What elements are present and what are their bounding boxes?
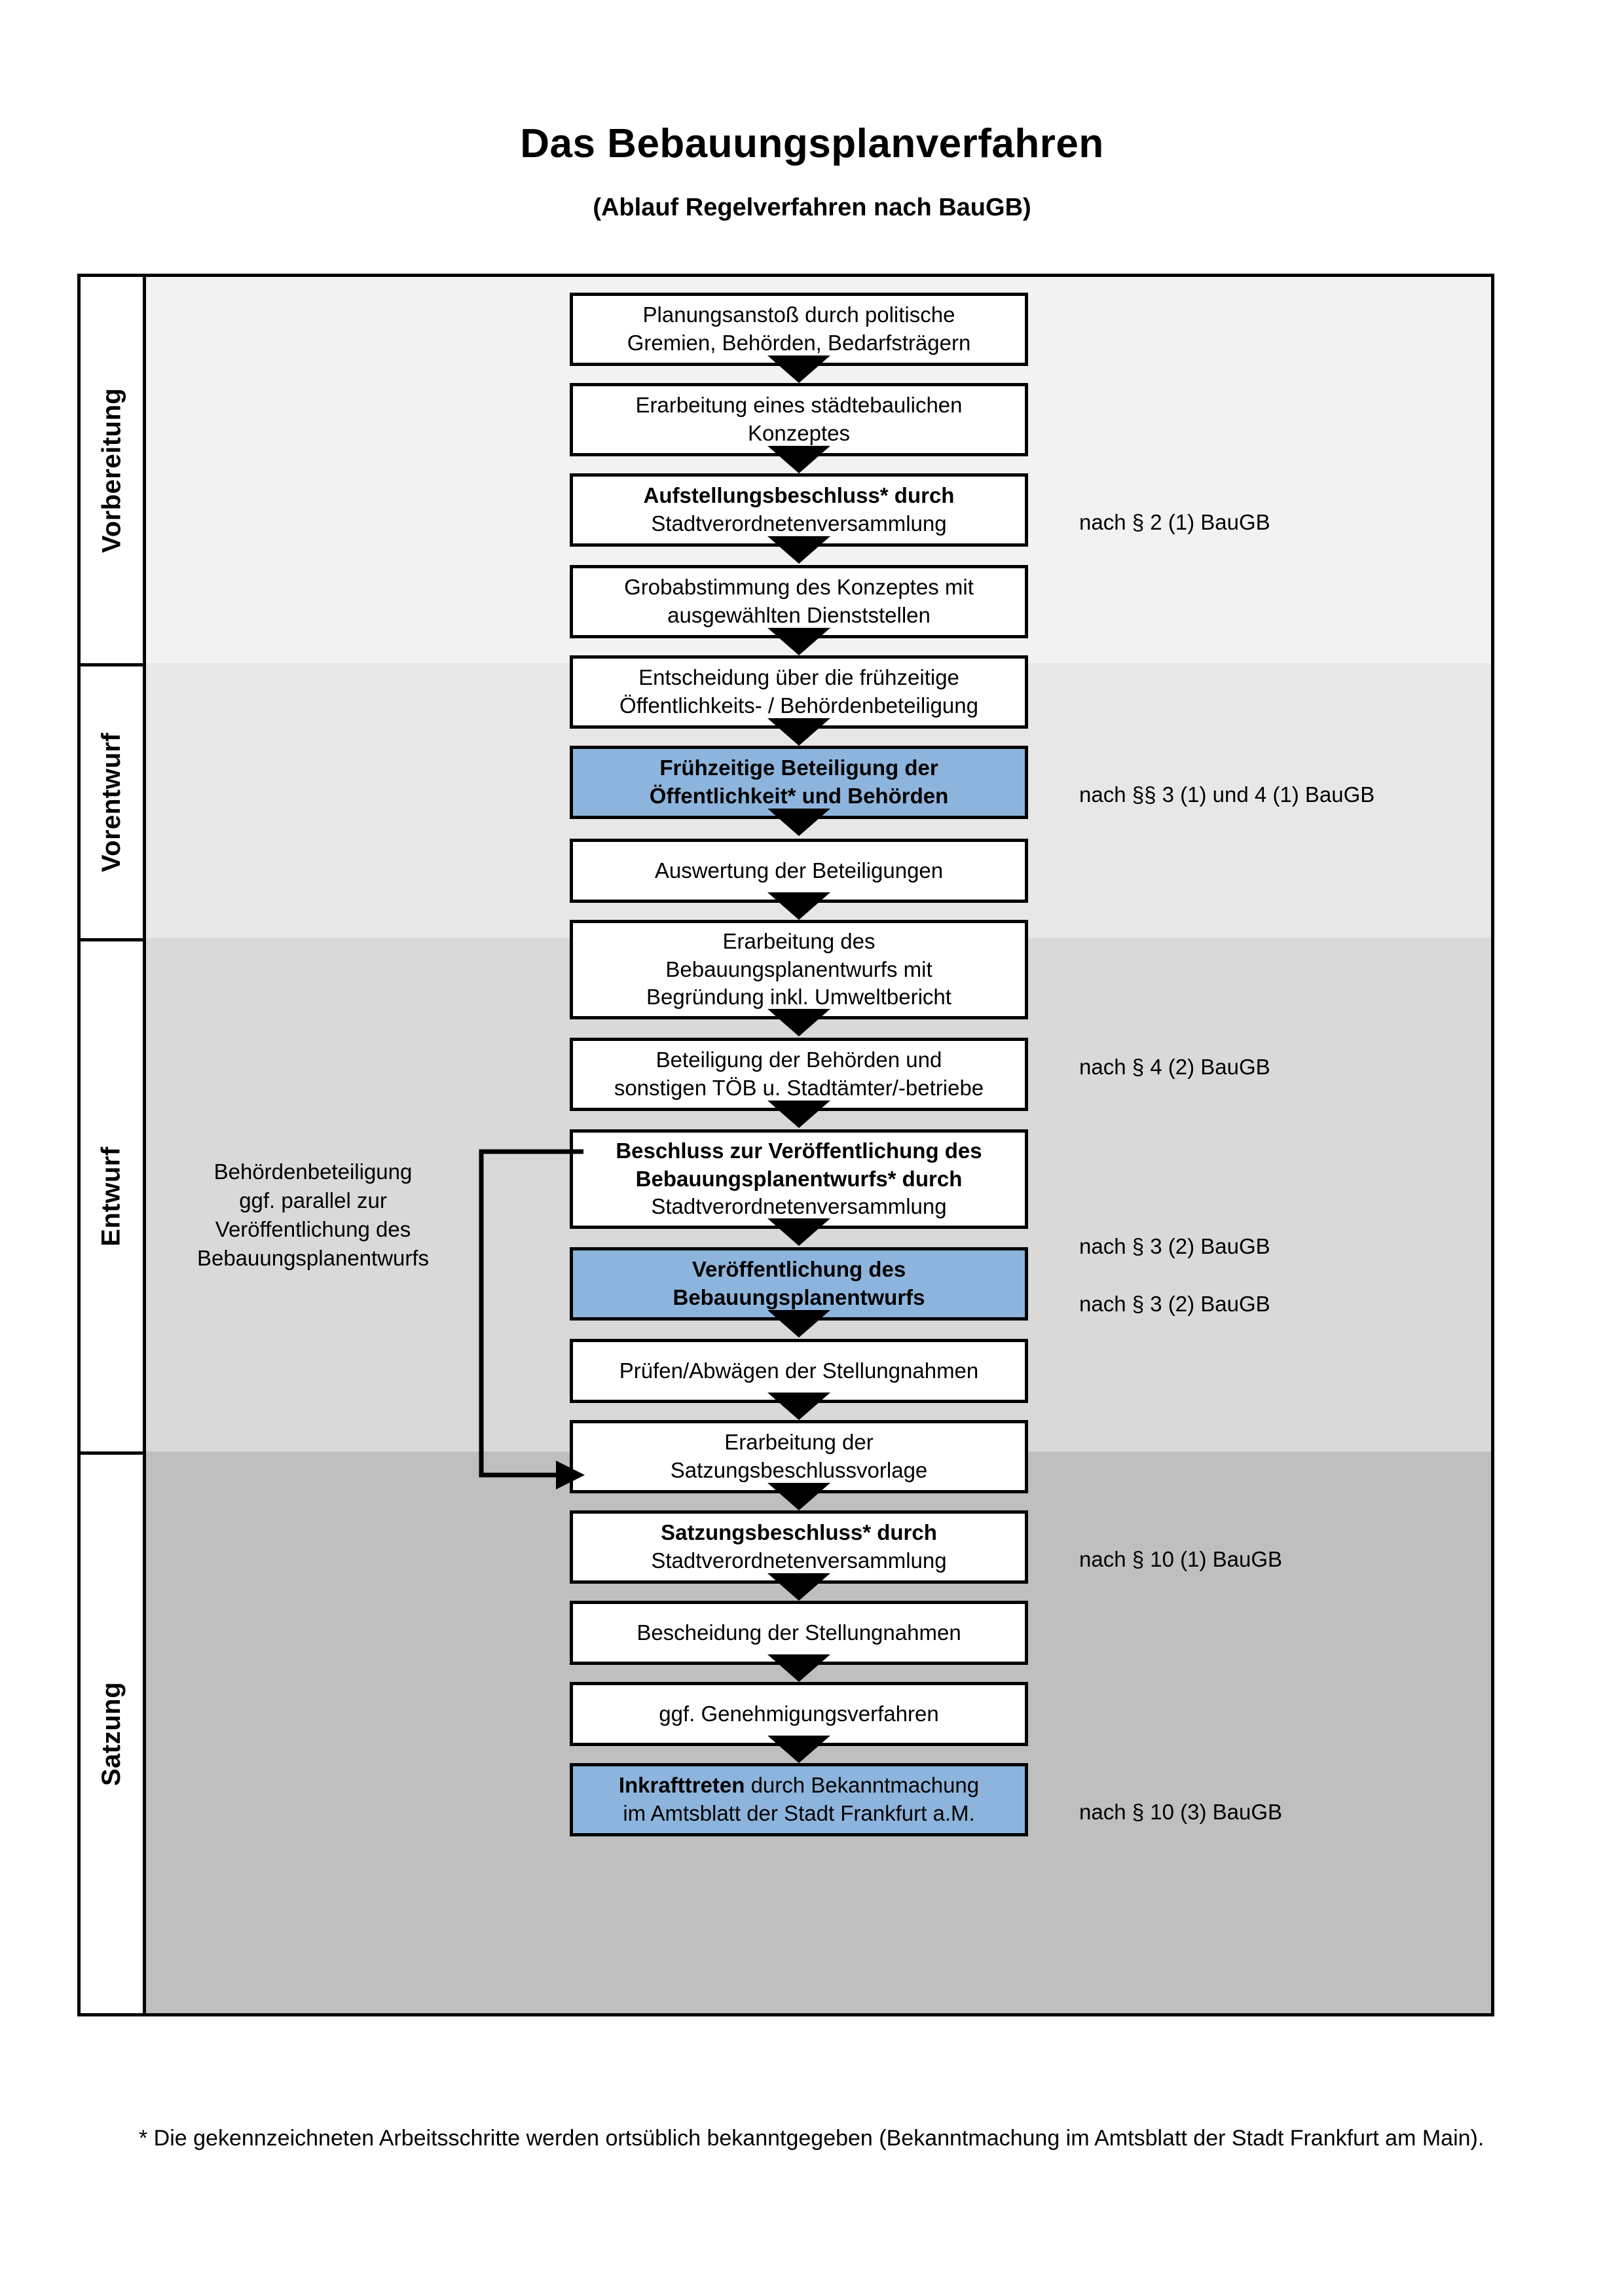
phase-cell-entwurf: Entwurf bbox=[81, 938, 143, 1451]
arrow-beteiligung-behoerden-toeb-to-beschluss-veroeffentlichung bbox=[767, 1101, 830, 1128]
step-beteiligung-behoerden-toeb-line-2: sonstigen TÖB u. Stadtämter/-betriebe bbox=[614, 1076, 984, 1100]
step-beteiligung-behoerden-toeb-line-1: Beteiligung der Behörden und bbox=[655, 1048, 942, 1072]
side-note-line-4: Bebauungsplanentwurfs bbox=[196, 1245, 430, 1270]
phase-cell-vorbereitung: Vorbereitung bbox=[81, 277, 143, 663]
ref-beschluss-veroeffentlichung: nach § 3 (2) BauGB bbox=[1079, 1234, 1270, 1258]
step-entscheidung-fruehzeitig-line-2: Öffentlichkeits- / Behördenbeteiligung bbox=[619, 693, 978, 718]
phase-label-vorentwurf: Vorentwurf bbox=[97, 732, 126, 873]
ref-satzungsbeschluss: nach § 10 (1) BauGB bbox=[1079, 1547, 1283, 1571]
step-planungsanstoss-line-1: Planungsanstoß durch politische bbox=[642, 302, 955, 327]
bypass-connector bbox=[479, 1149, 585, 1489]
step-veroeffentlichung-bplan-line-1: Veröffentlichung des bbox=[692, 1257, 906, 1282]
title-block: Das Bebauungsplanverfahren (Ablauf Regel… bbox=[0, 121, 1624, 222]
arrow-pruefen-abwaegen-to-erarbeitung-satzungsvorlage bbox=[767, 1393, 830, 1420]
step-genehmigungsverfahren-line-1: ggf. Genehmigungsverfahren bbox=[659, 1701, 939, 1726]
step-beschluss-veroeffentlichung-line-2: Bebauungsplanentwurfs* durch bbox=[635, 1166, 963, 1191]
arrow-aufstellungsbeschluss-to-grobabstimmung bbox=[767, 536, 830, 564]
step-fruehzeitige-beteiligung-line-1: Frühzeitige Beteiligung der bbox=[659, 756, 938, 780]
step-staedtebaul-konzept-line-1: Erarbeitung eines städtebaulichen bbox=[635, 393, 963, 418]
ref-aufstellungsbeschluss: nach § 2 (1) BauGB bbox=[1079, 510, 1270, 534]
phase-label-vorbereitung: Vorbereitung bbox=[97, 388, 126, 553]
ref-behoerdenbeteiligung: nach § 4 (2) BauGB bbox=[1079, 1055, 1270, 1079]
page-subtitle: (Ablauf Regelverfahren nach BauGB) bbox=[593, 194, 1031, 222]
arrow-veroeffentlichung-bplan-to-pruefen-abwaegen bbox=[767, 1310, 830, 1338]
step-entscheidung-fruehzeitig-line-1: Entscheidung über die frühzeitige bbox=[638, 665, 959, 690]
step-staedtebaul-konzept-line-2: Konzeptes bbox=[748, 421, 850, 445]
arrow-satzungsbeschluss-to-bescheidung-stellungnahmen bbox=[767, 1573, 830, 1601]
step-erarbeitung-bplan-entwurf-line-2: Bebauungsplanentwurfs mit bbox=[665, 957, 932, 981]
step-erarbeitung-satzungsvorlage-line-1: Erarbeitung der bbox=[724, 1430, 874, 1455]
ref-inkrafttreten: nach § 10 (3) BauGB bbox=[1079, 1800, 1283, 1824]
step-erarbeitung-satzungsvorlage-line-2: Satzungsbeschlussvorlage bbox=[670, 1458, 928, 1482]
step-satzungsbeschluss-line-2: Stadtverordnetenversammlung bbox=[651, 1548, 947, 1573]
phase-label-satzung: Satzung bbox=[97, 1681, 126, 1787]
arrow-genehmigungsverfahren-to-inkrafttreten bbox=[767, 1736, 830, 1763]
step-veroeffentlichung-bplan-line-2: Bebauungsplanentwurfs bbox=[673, 1285, 925, 1309]
phase-label-entwurf: Entwurf bbox=[97, 1146, 126, 1247]
phase-cell-vorentwurf: Vorentwurf bbox=[81, 663, 143, 938]
step-planungsanstoss-line-2: Gremien, Behörden, Bedarfsträgern bbox=[627, 331, 971, 355]
step-grobabstimmung-line-1: Grobabstimmung des Konzeptes mit bbox=[624, 575, 974, 600]
side-note-line-1: Behördenbeteiligung bbox=[213, 1159, 413, 1184]
step-bescheidung-stellungnahmen-line-1: Bescheidung der Stellungnahmen bbox=[637, 1620, 961, 1645]
page-title: Das Bebauungsplanverfahren bbox=[520, 121, 1104, 166]
step-inkrafttreten-bold-word: Inkrafttreten bbox=[618, 1773, 745, 1798]
arrow-fruehzeitige-beteiligung-to-auswertung-beteiligungen bbox=[767, 809, 830, 836]
step-erarbeitung-bplan-entwurf-line-3: Begründung inkl. Umweltbericht bbox=[646, 985, 951, 1010]
step-aufstellungsbeschluss-line-1: Aufstellungsbeschluss* durch bbox=[643, 483, 955, 508]
step-beschluss-veroeffentlichung-line-3: Stadtverordnetenversammlung bbox=[651, 1194, 947, 1219]
phase-cell-satzung: Satzung bbox=[81, 1451, 143, 2013]
step-pruefen-abwaegen[interactable]: Prüfen/Abwägen der Stellungnahmen bbox=[570, 1339, 1028, 1403]
step-grobabstimmung-line-2: ausgewählten Dienststellen bbox=[667, 603, 931, 627]
step-satzungsbeschluss-line-1: Satzungsbeschluss* durch bbox=[661, 1520, 937, 1545]
footnote: * Die gekennzeichneten Arbeitsschritte w… bbox=[139, 2126, 1485, 2151]
step-beteiligung-behoerden-toeb[interactable]: Beteiligung der Behörden und sonstigen TÖ… bbox=[570, 1038, 1028, 1111]
ref-fruehzeitige-beteiligung: nach §§ 3 (1) und 4 (1) BauGB bbox=[1079, 782, 1375, 807]
arrow-entscheidung-fruehzeitig-to-fruehzeitige-beteiligung bbox=[767, 718, 830, 746]
step-inkrafttreten-rest: durch Bekanntmachung bbox=[745, 1773, 980, 1798]
step-genehmigungsverfahren[interactable]: ggf. Genehmigungsverfahren bbox=[570, 1682, 1028, 1746]
arrow-beschluss-veroeffentlichung-to-veroeffentlichung-bplan bbox=[767, 1218, 830, 1246]
arrow-erarbeitung-bplan-entwurf-to-beteiligung-behoerden-toeb bbox=[767, 1009, 830, 1036]
step-erarbeitung-bplan-entwurf-line-1: Erarbeitung des bbox=[722, 928, 876, 953]
arrow-erarbeitung-satzungsvorlage-to-satzungsbeschluss bbox=[767, 1483, 830, 1510]
arrow-bescheidung-stellungnahmen-to-genehmigungsverfahren bbox=[767, 1654, 830, 1682]
side-note-line-2: ggf. parallel zur bbox=[239, 1188, 387, 1212]
step-inkrafttreten-line-2: im Amtsblatt der Stadt Frankfurt a.M. bbox=[623, 1801, 975, 1825]
step-beschluss-veroeffentlichung-line-1: Beschluss zur Veröffentlichung des bbox=[616, 1138, 982, 1163]
side-note-line-3: Veröffentlichung des bbox=[215, 1216, 411, 1241]
step-pruefen-abwaegen-line-1: Prüfen/Abwägen der Stellungnahmen bbox=[619, 1358, 979, 1383]
arrow-staedtebaul-konzept-to-aufstellungsbeschluss bbox=[767, 446, 830, 473]
arrow-auswertung-beteiligungen-to-erarbeitung-bplan-entwurf bbox=[767, 892, 830, 920]
step-auswertung-beteiligungen-line-1: Auswertung der Beteiligungen bbox=[654, 858, 944, 883]
step-inkrafttreten-line-1: Inkrafttreten durch Bekanntmachung bbox=[580, 1772, 1018, 1800]
ref-veroeffentlichung: nach § 3 (2) BauGB bbox=[1079, 1292, 1270, 1316]
step-aufstellungsbeschluss-line-2: Stadtverordnetenversammlung bbox=[651, 511, 947, 536]
arrow-planungsanstoss-to-staedtebaul-konzept bbox=[767, 355, 830, 383]
arrow-grobabstimmung-to-entscheidung-fruehzeitig bbox=[767, 628, 830, 655]
step-fruehzeitige-beteiligung-line-2: Öffentlichkeit* und Behörden bbox=[649, 784, 949, 808]
